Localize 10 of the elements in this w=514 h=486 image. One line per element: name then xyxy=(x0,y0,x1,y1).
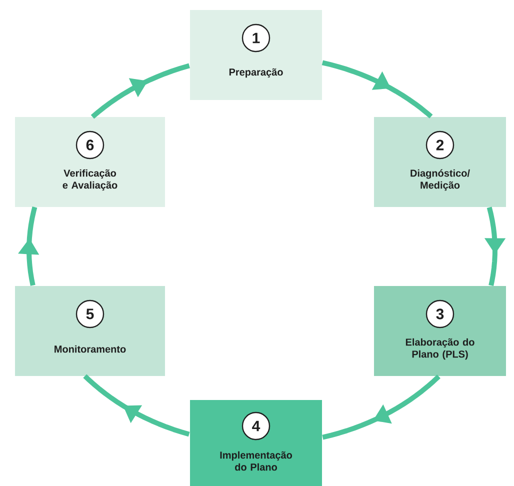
arrow xyxy=(322,60,433,118)
step-box: 5 Monitoramento xyxy=(15,286,165,376)
step-box: 1 Preparação xyxy=(190,10,322,100)
step-box: 3 Elaboração do Plano (PLS) xyxy=(374,286,506,376)
arrow xyxy=(321,374,440,440)
step-box: 6 Verificação e Avaliação xyxy=(15,117,165,207)
arrow xyxy=(90,63,190,119)
step-box: 4 Implementação do Plano xyxy=(190,400,322,486)
arrow xyxy=(83,374,190,437)
step-box: 2 Diagnóstico/ Medição xyxy=(374,117,506,207)
